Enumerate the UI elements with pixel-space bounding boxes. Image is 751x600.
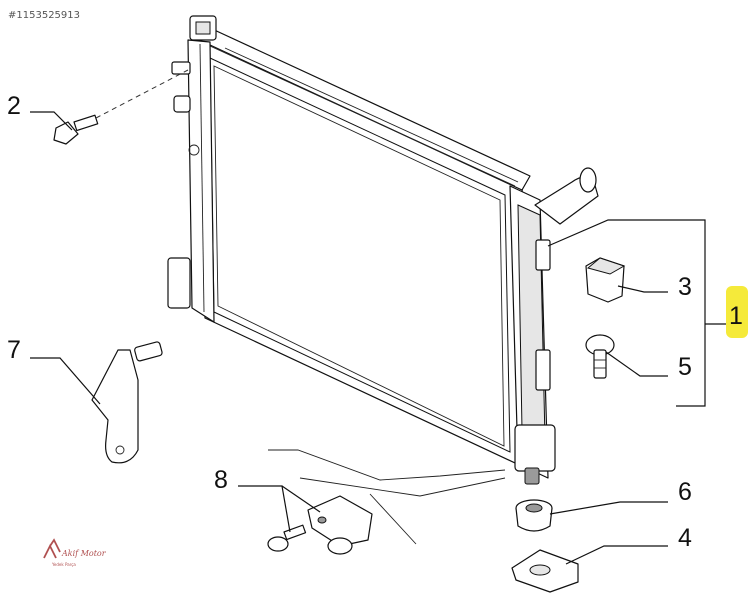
bracket-part-7 bbox=[91, 341, 163, 464]
guide-lines bbox=[268, 449, 506, 545]
callout-7: 7 bbox=[7, 336, 21, 364]
brand-logo: Akif Motor Yedek Parça bbox=[43, 538, 107, 567]
callout-5: 5 bbox=[678, 353, 692, 381]
bolt-part-2 bbox=[53, 69, 189, 145]
leader-4 bbox=[565, 545, 668, 565]
radiator-assembly bbox=[167, 15, 599, 485]
logo-name: Akif Motor bbox=[61, 549, 107, 558]
bolt-head bbox=[53, 121, 79, 145]
bracket-7-peg bbox=[134, 341, 163, 362]
left-bracket-middle bbox=[173, 95, 191, 113]
bolt-8-shank bbox=[283, 524, 307, 541]
clip-part-3 bbox=[585, 257, 626, 303]
callout-6: 6 bbox=[678, 478, 692, 506]
bracket-7-body bbox=[91, 349, 139, 464]
callout-3: 3 bbox=[678, 273, 692, 301]
callout-1-highlight bbox=[726, 286, 748, 338]
radiator-drain-fitting bbox=[514, 424, 556, 472]
radiator-left-tank bbox=[187, 39, 215, 323]
leader-6 bbox=[549, 501, 668, 515]
left-bracket-lower bbox=[167, 257, 191, 309]
leader-5 bbox=[605, 351, 668, 377]
leader-7 bbox=[30, 357, 101, 405]
leader-8b bbox=[281, 485, 321, 513]
mount-8-rubber bbox=[327, 537, 353, 555]
callout-8: 8 bbox=[214, 466, 228, 494]
callout-4: 4 bbox=[678, 524, 692, 552]
leader-8a bbox=[238, 485, 291, 533]
mount-8-bracket bbox=[307, 495, 373, 547]
leader-1-bracket bbox=[547, 219, 706, 407]
grommet-body bbox=[515, 507, 553, 532]
callout-1: 1 bbox=[729, 302, 743, 330]
bolt-8-head bbox=[267, 536, 289, 552]
mount-part-8 bbox=[267, 495, 373, 555]
bracket-part-4 bbox=[511, 549, 579, 593]
leader-3 bbox=[617, 285, 668, 293]
radiator-drain-plug bbox=[524, 467, 540, 485]
right-tab-lower bbox=[535, 349, 551, 391]
part-number: #1153525913 bbox=[8, 10, 80, 21]
left-bracket-upper bbox=[171, 61, 191, 75]
right-tab-upper bbox=[535, 239, 551, 271]
bolt-5-shank bbox=[593, 349, 607, 379]
callout-2: 2 bbox=[7, 92, 21, 120]
leader-lines bbox=[30, 111, 726, 565]
bolt-shank bbox=[73, 114, 99, 132]
bolt-part-5 bbox=[585, 334, 615, 379]
grommet-part-6 bbox=[515, 499, 553, 532]
leader-2 bbox=[30, 111, 73, 131]
callout-labels: 1 2 3 4 5 6 7 8 bbox=[7, 92, 743, 552]
logo-mark-icon bbox=[43, 538, 61, 559]
logo-subtitle: Yedek Parça bbox=[51, 562, 76, 567]
